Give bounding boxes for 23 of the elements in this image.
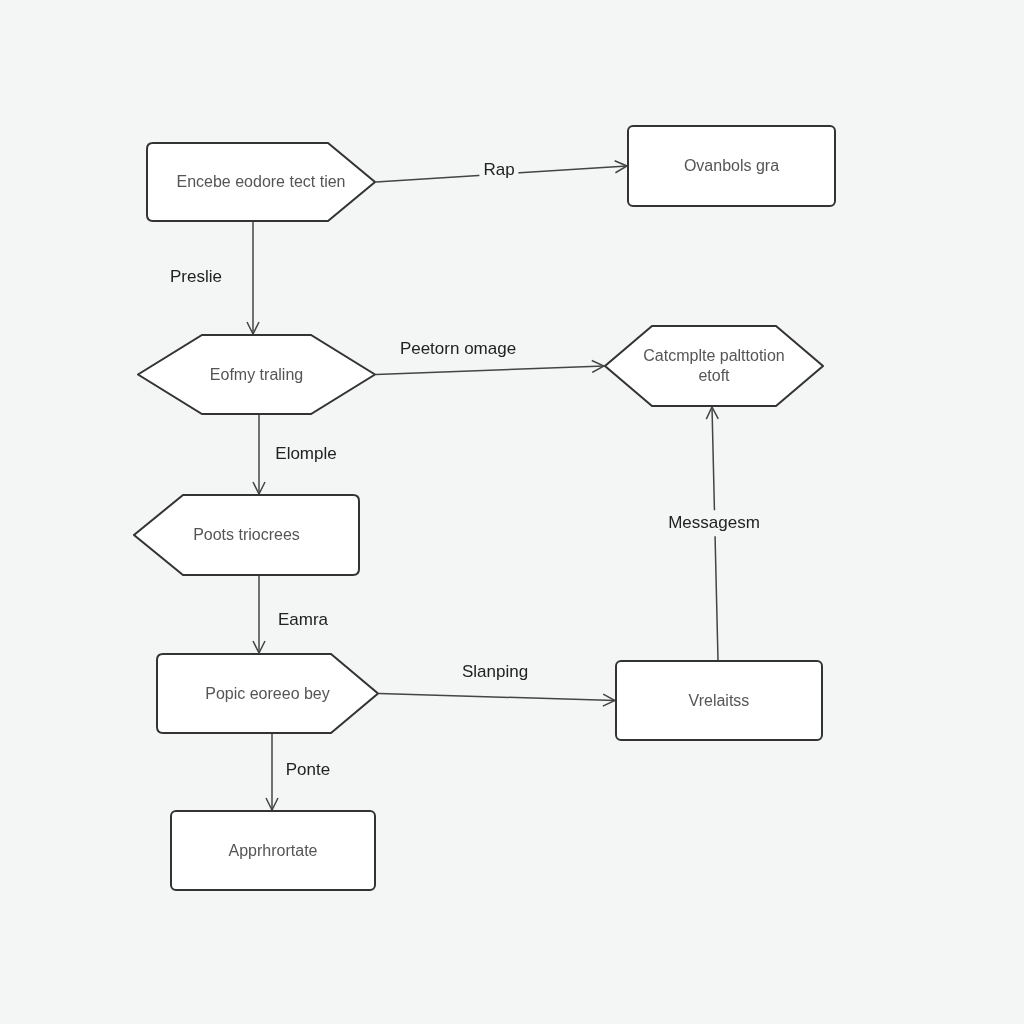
arrow (265, 733, 279, 811)
pentagon-box (156, 653, 379, 734)
node-text: Apprhrortate (228, 840, 318, 861)
hexagon-box (604, 325, 824, 407)
arrow (705, 406, 720, 661)
process-box (627, 125, 836, 207)
arrow (252, 414, 266, 495)
arrow (375, 359, 605, 376)
node-text: Catcmplte palttotion etoft (642, 346, 786, 386)
node-text: Encebe eodore tect tien (176, 172, 346, 192)
node-text: Popic eoreeo bey (205, 683, 330, 704)
process-box (170, 810, 376, 891)
node-text: Poots triocrees (193, 525, 300, 545)
hexagon-box (137, 334, 376, 415)
arrow (378, 692, 616, 707)
process-box (615, 660, 823, 741)
arrow (246, 221, 260, 335)
pentagon-box (146, 142, 376, 222)
arrow (252, 575, 266, 654)
node-text: Eofmy traling (209, 364, 304, 385)
node-text: Vrelaitss (688, 690, 750, 711)
pentagon-box (133, 494, 360, 576)
node-text: Ovanbols gra (683, 156, 780, 176)
